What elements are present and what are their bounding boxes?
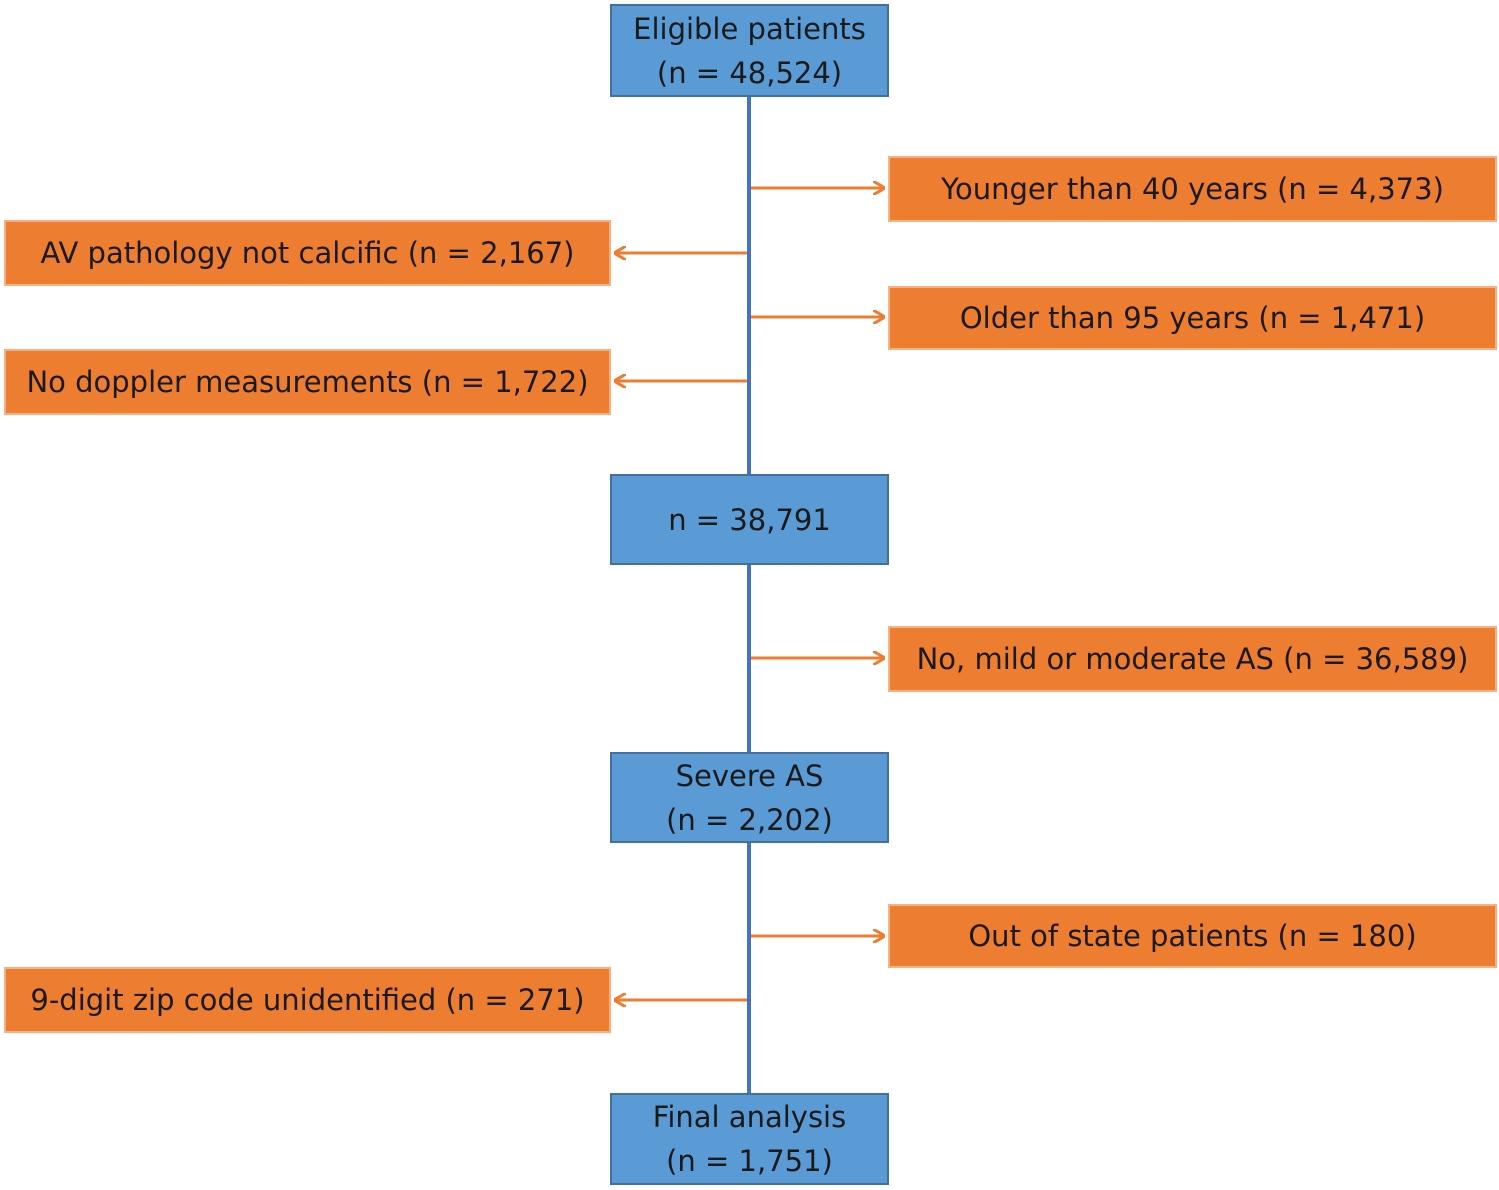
after-exclusions-box: n = 38,791	[610, 474, 889, 565]
eligible-patients-count: (n = 48,524)	[656, 55, 843, 90]
exclusion-av-pathology-text: AV pathology not calcific (n = 2,167)	[40, 236, 575, 270]
severe-as-label: Severe AS	[675, 758, 824, 793]
exclusion-older-text: Older than 95 years (n = 1,471)	[959, 301, 1426, 335]
exclusion-av-pathology-box: AV pathology not calcific (n = 2,167)	[4, 220, 611, 286]
eligible-patients-label: Eligible patients	[633, 11, 866, 46]
final-analysis-label: Final analysis	[652, 1100, 847, 1134]
exclusion-zip-unidentified-text: 9-digit zip code unidentified (n = 271)	[30, 983, 585, 1017]
final-analysis-box: Final analysis (n = 1,751)	[610, 1093, 889, 1185]
exclusion-no-doppler-text: No doppler measurements (n = 1,722)	[26, 365, 589, 399]
exclusion-out-of-state-box: Out of state patients (n = 180)	[888, 904, 1497, 968]
severe-as-count: (n = 2,202)	[666, 802, 833, 837]
exclusion-younger-box: Younger than 40 years (n = 4,373)	[888, 156, 1497, 222]
exclusion-younger-text: Younger than 40 years (n = 4,373)	[941, 172, 1444, 206]
exclusion-out-of-state-text: Out of state patients (n = 180)	[968, 919, 1417, 953]
exclusion-mild-moderate-box: No, mild or moderate AS (n = 36,589)	[888, 626, 1497, 692]
after-exclusions-count: n = 38,791	[668, 502, 831, 537]
exclusion-older-box: Older than 95 years (n = 1,471)	[888, 286, 1497, 350]
exclusion-no-doppler-box: No doppler measurements (n = 1,722)	[4, 349, 611, 415]
exclusion-zip-unidentified-box: 9-digit zip code unidentified (n = 271)	[4, 967, 611, 1033]
final-analysis-count: (n = 1,751)	[666, 1144, 833, 1178]
eligible-patients-box: Eligible patients (n = 48,524)	[610, 4, 889, 97]
exclusion-mild-moderate-text: No, mild or moderate AS (n = 36,589)	[916, 642, 1469, 676]
severe-as-box: Severe AS (n = 2,202)	[610, 752, 889, 843]
